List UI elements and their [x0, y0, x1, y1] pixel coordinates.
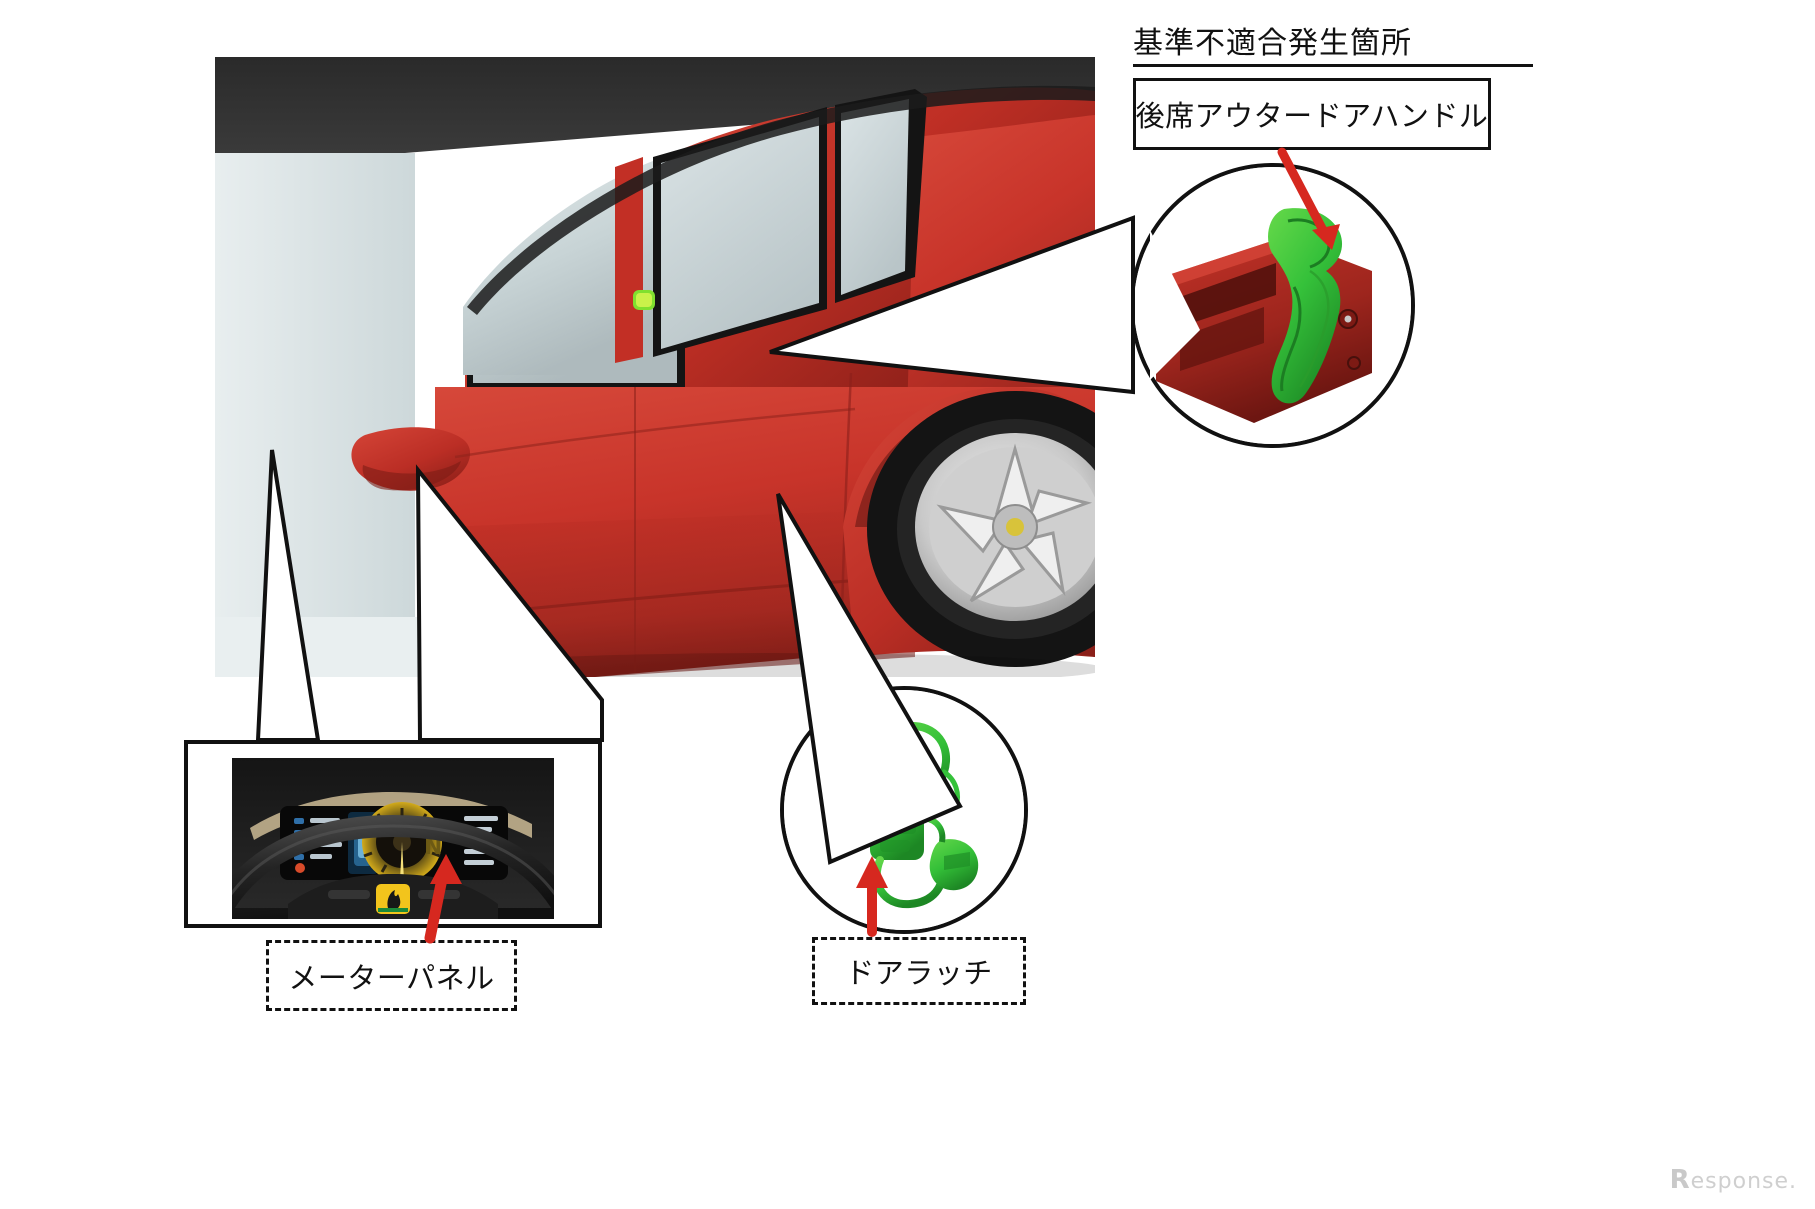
- instrument-cluster-photo: N: [232, 758, 554, 919]
- page-title: 基準不適合発生箇所: [1133, 18, 1533, 67]
- svg-text:N: N: [424, 835, 442, 860]
- watermark-text: esponse.: [1690, 1169, 1797, 1194]
- watermark-initial: R: [1669, 1165, 1691, 1195]
- vehicle-illustration: [215, 57, 1095, 677]
- callout-door-latch: ドアラッチ: [812, 937, 1026, 1005]
- callout-door-handle: 後席アウタードアハンドル: [1133, 78, 1491, 150]
- watermark: Response.: [1670, 1165, 1797, 1195]
- inset-door-handle: [1130, 163, 1415, 448]
- inset-door-latch: [780, 686, 1028, 934]
- callout-meter-panel: メーターパネル: [266, 940, 517, 1011]
